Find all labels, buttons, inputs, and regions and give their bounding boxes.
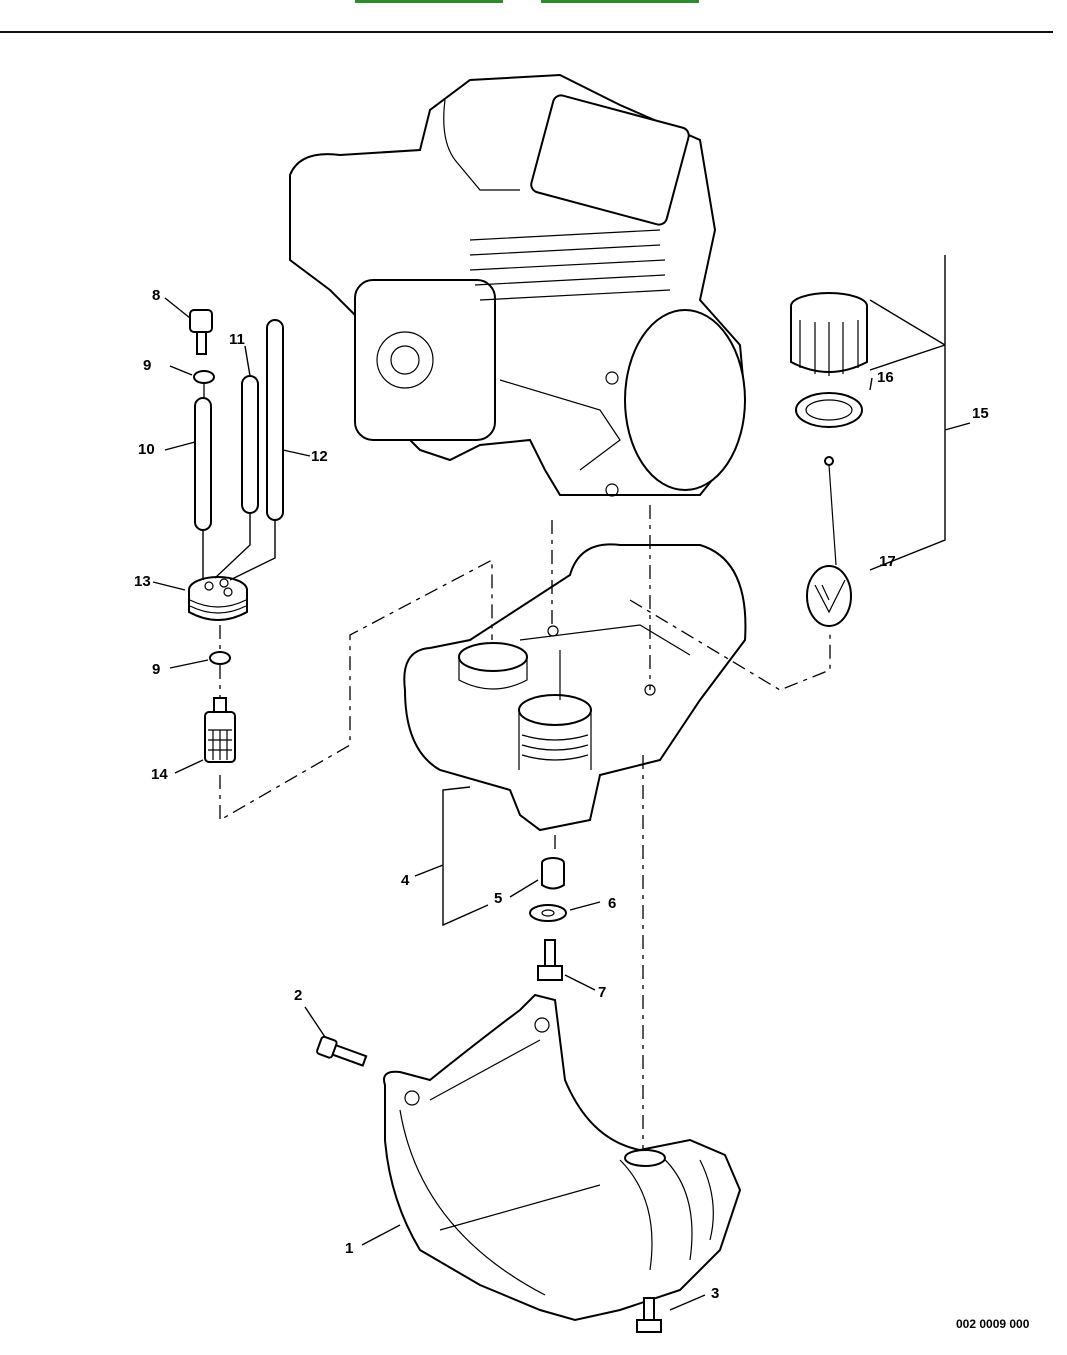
grommet: [188, 576, 248, 621]
callout-1: 1: [345, 1240, 353, 1257]
callout-7: 7: [598, 984, 606, 1001]
header-rule: [0, 31, 1053, 33]
callout-14: 14: [151, 766, 168, 783]
callout-16: 16: [877, 369, 894, 386]
o-ring-upper: [193, 370, 215, 384]
screw-7: [537, 939, 563, 981]
fuel-filter: [204, 697, 236, 763]
callout-9-lower: 9: [152, 661, 160, 678]
engine-assembly: [289, 73, 747, 497]
callout-17: 17: [879, 553, 896, 570]
callout-12: 12: [311, 448, 328, 465]
washer: [529, 904, 567, 922]
assembly-lines: [203, 384, 831, 1150]
callout-3: 3: [711, 1285, 719, 1302]
fuel-tank: [403, 543, 747, 832]
nav-link-previous[interactable]: [355, 0, 503, 3]
callout-11: 11: [229, 331, 245, 348]
spacer: [541, 857, 565, 890]
figure-code: 002 0009 000: [956, 1317, 1030, 1331]
callout-6: 6: [608, 895, 616, 912]
fuel-cap: [790, 292, 868, 428]
callout-15: 15: [972, 405, 989, 422]
callout-5: 5: [494, 890, 502, 907]
plug: [189, 309, 213, 355]
screw-3: [636, 1297, 662, 1333]
callout-2: 2: [294, 987, 302, 1004]
callout-13: 13: [134, 573, 151, 590]
guard: [383, 993, 742, 1322]
nav-link-next[interactable]: [541, 0, 699, 3]
callout-4: 4: [401, 872, 410, 889]
fuel-hoses: [194, 319, 284, 531]
cap-strap: [806, 456, 852, 627]
callout-10: 10: [138, 441, 155, 458]
leader-lines: [152, 255, 971, 1311]
callout-9-upper: 9: [143, 357, 151, 374]
o-ring-lower: [209, 651, 231, 665]
callout-8: 8: [152, 287, 160, 304]
screw-2: [316, 1035, 368, 1067]
